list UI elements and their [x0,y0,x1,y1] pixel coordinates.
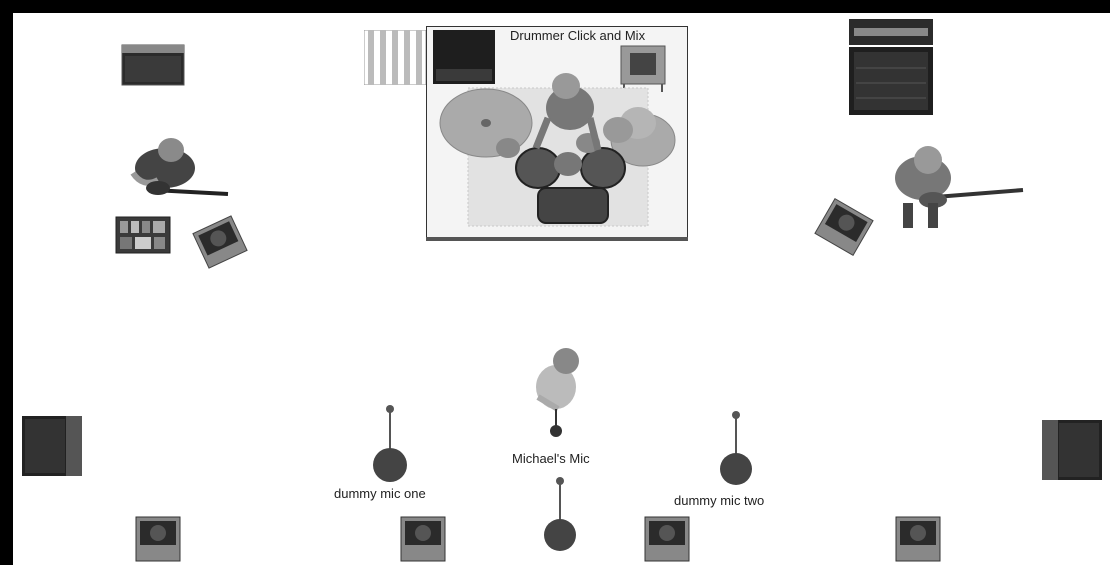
click-mix-console-icon [618,43,668,93]
wedge-monitor-bottom-1-icon [135,516,181,562]
center-mic-label: Michael's Mic [512,451,590,466]
drum-monitor-speaker-icon [432,29,496,85]
main-speaker-left-icon [21,415,83,477]
right-mic-label: dummy mic two [674,493,765,508]
wedge-monitor-right-upper-icon [813,196,875,258]
mic-stand-right-icon [716,409,756,489]
wedge-monitor-left-upper-icon [191,213,249,271]
drum-riser-edge [426,237,688,241]
main-speaker-right-icon [1041,419,1103,481]
guitar-amp-left-icon [121,44,185,86]
bass-amp-right-icon [846,18,936,116]
wedge-monitor-bottom-2-icon [400,516,446,562]
drum-kit-icon [438,68,678,228]
mic-stand-left-icon [370,403,410,483]
wedge-monitor-bottom-4-icon [895,516,941,562]
mic-stand-center-front-icon [540,475,580,555]
wedge-monitor-bottom-3-icon [644,516,690,562]
drummer-area-label: Drummer Click and Mix [510,28,646,43]
stage-plot: Drummer Click and Mix [13,13,1110,565]
guitarist-left-icon [113,128,233,208]
left-mic-label: dummy mic one [334,486,426,501]
guitarist-right-icon [873,138,1033,233]
riser-stairs [364,30,426,85]
singer-center-icon [528,347,588,437]
pedalboard-icon [115,216,171,254]
